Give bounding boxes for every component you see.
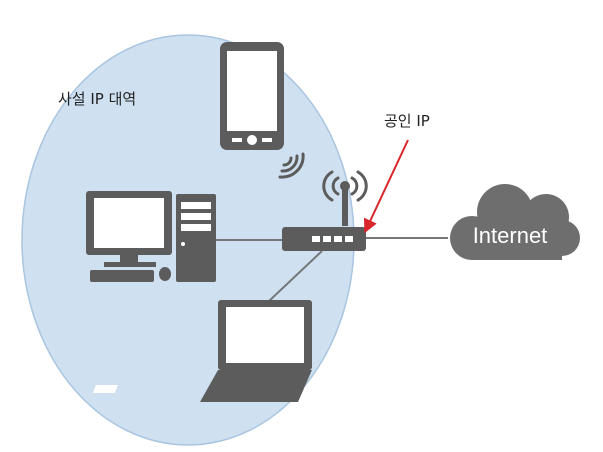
public-ip-label: 공인 IP	[384, 112, 430, 130]
internet-label: Internet	[473, 223, 548, 248]
wifi-signal-icon	[278, 152, 305, 179]
cloud-icon	[450, 184, 580, 260]
smartphone-icon	[220, 42, 284, 150]
router-icon	[282, 181, 366, 251]
private-range-label: 사설 IP 대역	[58, 90, 136, 108]
link-router-laptop	[267, 250, 323, 303]
desktop-computer-icon	[86, 191, 216, 282]
router-wifi-signal-icon	[322, 170, 368, 202]
laptop-icon	[92, 300, 312, 402]
network-links	[216, 237, 448, 303]
public-ip-arrow	[363, 139, 409, 234]
